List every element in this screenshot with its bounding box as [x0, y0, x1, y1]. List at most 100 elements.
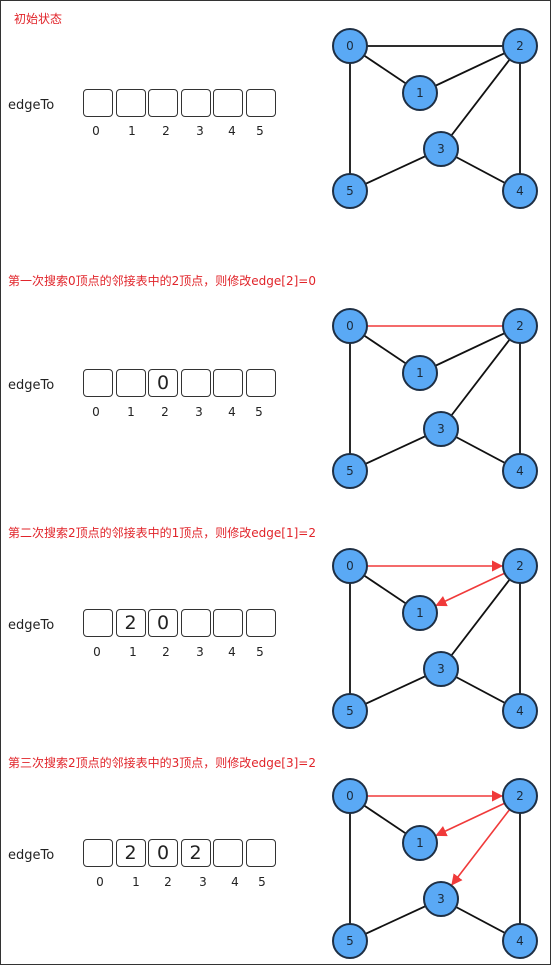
- panel-0-cell-4: [213, 89, 243, 117]
- panel-1-array-label: edgeTo: [8, 378, 55, 393]
- panel-0-node-5: 5: [332, 173, 368, 209]
- panel-1-node-1: 1: [402, 355, 438, 391]
- panel-3-cell-0: [83, 839, 113, 867]
- panel-2-node-2: 2: [502, 548, 538, 584]
- panel-0-index-0: 0: [92, 124, 100, 138]
- panel-0-cell-2: [148, 89, 178, 117]
- panel-0-cell-0: [83, 89, 113, 117]
- panel-3-caption: 第三次搜索2顶点的邻接表中的3顶点，则修改edge[3]=2: [8, 756, 316, 770]
- panel-0-array-label: edgeTo: [8, 98, 55, 113]
- panel-0-caption: 初始状态: [14, 12, 63, 26]
- panel-1-edgeto-array: 0: [83, 369, 278, 397]
- panel-0-cell-3: [180, 89, 211, 117]
- panel-3-arrow-2-1: [435, 802, 505, 837]
- panel-2-cell-3: [180, 609, 211, 637]
- panel-1-node-5: 5: [332, 453, 368, 489]
- panel-3-cell-2: 0: [148, 839, 178, 867]
- panel-2-caption: 第二次搜索2顶点的邻接表中的1顶点，则修改edge[1]=2: [8, 526, 316, 540]
- panel-1-node-label-5: 5: [346, 464, 354, 478]
- panel-2-index-5: 5: [256, 645, 264, 659]
- panel-3-node-label-5: 5: [346, 934, 354, 948]
- panel-1-cell-3: [180, 369, 211, 397]
- panel-2-index-4: 4: [228, 645, 236, 659]
- panel-3-index-4: 4: [231, 875, 239, 889]
- panel-3-node-1: 1: [402, 825, 438, 861]
- panel-2-node-label-5: 5: [346, 704, 354, 718]
- panel-1-cell-1: [115, 369, 146, 397]
- panel-3-index-0: 0: [96, 875, 104, 889]
- panel-2-index-3: 3: [196, 645, 204, 659]
- panel-3-node-0: 0: [332, 778, 368, 814]
- panel-0-cell-5: [245, 89, 276, 117]
- panel-1-node-label-2: 2: [516, 319, 524, 333]
- panel-1-index-3: 3: [195, 405, 203, 419]
- panel-1-graph: 0 1 2 3 4 5: [332, 308, 538, 489]
- panel-2-node-1: 1: [402, 595, 438, 631]
- panel-3-node-5: 5: [332, 923, 368, 959]
- panel-0-index-2: 2: [162, 124, 170, 138]
- panel-1-index-5: 5: [255, 405, 263, 419]
- panel-2-cell-0: [83, 609, 113, 637]
- panel-1-edge-2-3: [440, 325, 521, 430]
- panel-3-node-label-3: 3: [437, 892, 445, 906]
- panel-1-node-label-0: 0: [346, 319, 354, 333]
- panel-1-node-2: 2: [502, 308, 538, 344]
- panel-0-node-label-3: 3: [437, 142, 445, 156]
- panel-2-node-3: 3: [423, 651, 459, 687]
- panel-3-index-1: 1: [132, 875, 140, 889]
- panel-3-cell-5: [245, 839, 276, 867]
- panel-3-cell-4: [213, 839, 243, 867]
- panel-2-index-1: 1: [129, 645, 137, 659]
- panel-2-edge-2-3: [440, 565, 521, 670]
- panel-1-index-2: 2: [161, 405, 169, 419]
- panel-2-node-label-3: 3: [437, 662, 445, 676]
- panel-1-index-0: 0: [92, 405, 100, 419]
- panel-3-arrow-2-3: [451, 809, 511, 886]
- panel-2-node-label-1: 1: [416, 606, 424, 620]
- panel-2-cell-4: [213, 609, 243, 637]
- panel-0-node-1: 1: [402, 75, 438, 111]
- panel-1-cell-2: 0: [148, 369, 178, 397]
- panel-3-index-3: 3: [199, 875, 207, 889]
- panel-1-node-0: 0: [332, 308, 368, 344]
- panel-0-node-label-4: 4: [516, 184, 524, 198]
- panel-0-node-3: 3: [423, 131, 459, 167]
- panel-0-node-0: 0: [332, 28, 368, 64]
- panel-0-graph: 01 2 3 4 5: [332, 28, 538, 209]
- panel-3-node-label-4: 4: [516, 934, 524, 948]
- panel-1-index-1: 1: [127, 405, 135, 419]
- panel-1-node-label-3: 3: [437, 422, 445, 436]
- panel-3-node-4: 4: [502, 923, 538, 959]
- panel-3-cell-1: 2: [115, 839, 146, 867]
- panel-1-cell-4: [213, 369, 243, 397]
- panel-1-node-4: 4: [502, 453, 538, 489]
- panel-1-node-label-4: 4: [516, 464, 524, 478]
- panel-0-index-5: 5: [256, 124, 264, 138]
- panel-2-node-label-0: 0: [346, 559, 354, 573]
- panel-2-node-0: 0: [332, 548, 368, 584]
- panel-1-edge-1-2: [419, 325, 521, 374]
- panel-2-cell-1: 2: [115, 609, 146, 637]
- panel-3-node-3: 3: [423, 881, 459, 917]
- panel-2-cell-2: 0: [148, 609, 178, 637]
- panel-0-index-1: 1: [128, 124, 136, 138]
- panel-0-node-label-2: 2: [516, 39, 524, 53]
- panel-0-index-3: 3: [196, 124, 204, 138]
- panel-3-node-label-0: 0: [346, 789, 354, 803]
- panel-2-cell-5: [245, 609, 276, 637]
- panel-1-index-4: 4: [228, 405, 236, 419]
- panel-0-node-2: 2: [502, 28, 538, 64]
- panel-2-node-5: 5: [332, 693, 368, 729]
- panel-0-edgeto-array: [83, 89, 278, 117]
- panel-0-edge-2-3: [440, 45, 521, 150]
- panel-0-node-label-5: 5: [346, 184, 354, 198]
- panel-1-cell-0: [83, 369, 113, 397]
- panel-0-edge-1-2: [419, 45, 521, 94]
- panel-3-index-2: 2: [164, 875, 172, 889]
- panel-2-arrow-2-1: [435, 572, 505, 607]
- panel-0-index-4: 4: [228, 124, 236, 138]
- panel-2-node-label-2: 2: [516, 559, 524, 573]
